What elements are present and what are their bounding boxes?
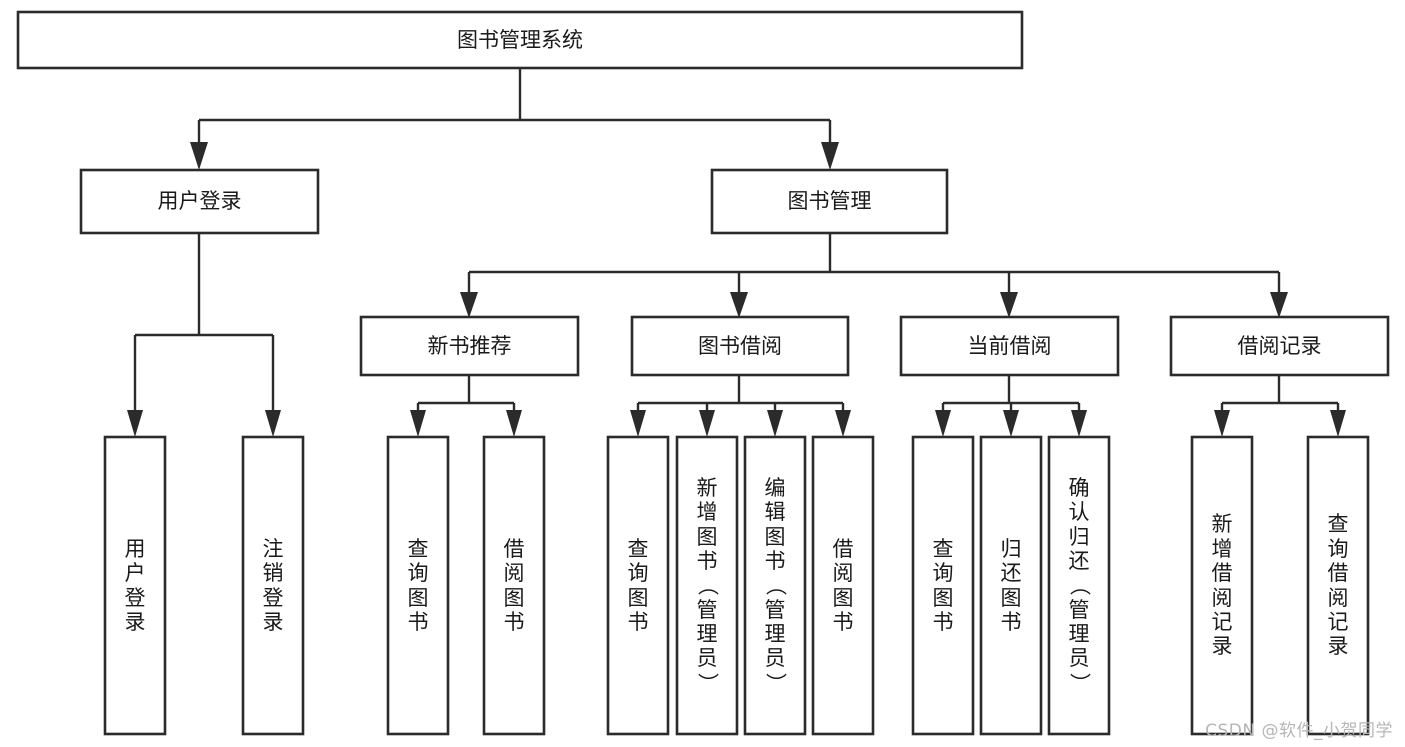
node-box-book-management[interactable] <box>710 168 949 235</box>
node-box-leaf-query-book-1[interactable] <box>386 435 450 736</box>
arrowhead-leaf-borrow-book-1 <box>506 410 522 437</box>
arrowhead-leaf-confirm-return <box>1071 410 1087 437</box>
arrowhead-leaf-add-record <box>1214 410 1230 437</box>
connector-group-new-book-recommend <box>410 375 522 437</box>
connector-group-root <box>190 68 839 170</box>
node-box-leaf-query-book-3[interactable] <box>911 435 975 736</box>
node-box-title[interactable] <box>16 10 1024 70</box>
node-box-book-borrow[interactable] <box>630 315 850 377</box>
connector-group-borrow-record <box>1214 375 1346 437</box>
arrowhead-leaf-query-book-3 <box>935 410 951 437</box>
node-box-leaf-add-book[interactable] <box>675 435 739 736</box>
node-box-leaf-user-login[interactable] <box>103 435 167 736</box>
connector-group-book-mgmt <box>460 233 1288 318</box>
arrowhead-leaf-query-book-1 <box>410 410 426 437</box>
node-box-leaf-borrow-book-2[interactable] <box>811 435 875 736</box>
arrowhead-leaf-query-book-2 <box>630 410 646 437</box>
arrowhead-leaf-add-book <box>699 410 715 437</box>
connector-group-current-borrow <box>935 375 1087 437</box>
arrowhead-current-borrow <box>1000 292 1018 318</box>
node-box-leaf-confirm-return[interactable] <box>1047 435 1111 736</box>
arrowhead-leaf-user-login <box>127 410 143 437</box>
arrowhead-book-borrow <box>730 292 748 318</box>
arrowhead-borrow-record <box>1270 292 1288 318</box>
watermark-text: CSDN @软件_小贺同学 <box>1205 721 1393 741</box>
node-box-new-book-recommend[interactable] <box>359 315 580 377</box>
node-box-leaf-add-record[interactable] <box>1190 435 1254 736</box>
node-box-current-borrow[interactable] <box>899 315 1120 377</box>
arrowhead-leaf-edit-book <box>767 410 783 437</box>
arrowhead-user-login <box>190 142 208 170</box>
node-box-leaf-logout-login[interactable] <box>241 435 305 736</box>
node-box-leaf-borrow-book-1[interactable] <box>482 435 546 736</box>
connector-group-user-login <box>127 233 281 437</box>
arrowhead-new-book-recommend <box>460 292 478 318</box>
connector-group-book-borrow <box>630 375 851 437</box>
node-box-borrow-record[interactable] <box>1169 315 1390 377</box>
node-box-leaf-query-book-2[interactable] <box>606 435 670 736</box>
node-box-leaf-return-book[interactable] <box>979 435 1043 736</box>
arrowhead-leaf-borrow-book-2 <box>835 410 851 437</box>
arrowhead-leaf-logout-login <box>265 410 281 437</box>
node-box-leaf-edit-book[interactable] <box>743 435 807 736</box>
node-box-leaf-query-record[interactable] <box>1306 435 1370 736</box>
arrowhead-leaf-return-book <box>1003 410 1019 437</box>
node-box-user-login[interactable] <box>79 168 320 235</box>
arrowhead-leaf-query-record <box>1330 410 1346 437</box>
arrowhead-book-mgmt <box>821 142 839 170</box>
